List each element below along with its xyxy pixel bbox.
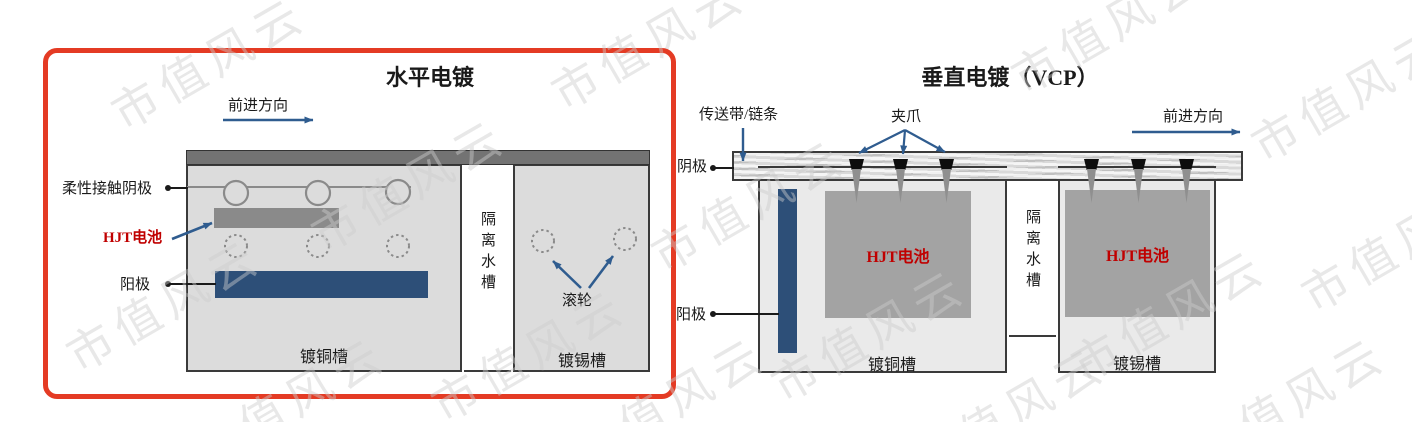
right-copper-tank-label: 镀铜槽 xyxy=(867,357,916,374)
right-anode-bar xyxy=(778,189,797,353)
left-direction-label: 前进方向 xyxy=(228,98,289,114)
gripper-pointer-arrow xyxy=(904,129,946,153)
right-conveyor-label: 传送带/链条 xyxy=(699,107,779,123)
contact-roller xyxy=(304,179,332,207)
right-isolation-tank-label: 隔离水槽 xyxy=(1024,209,1040,293)
gripper-clamp xyxy=(893,159,908,170)
left-tin-tank xyxy=(513,164,650,372)
gripper-clamp xyxy=(939,159,954,170)
gripper-pointer-arrow xyxy=(900,129,908,155)
left-isolation-channel xyxy=(464,165,511,372)
gripper-spike xyxy=(1134,169,1143,203)
left-copper-tank-label: 镀铜槽 xyxy=(299,349,348,366)
gripper-clamp xyxy=(849,159,864,170)
right-hjt-cell-copper: HJT电池 xyxy=(825,191,971,318)
dotted-roller xyxy=(386,234,410,258)
dotted-roller xyxy=(224,234,248,258)
right-panel-title: 垂直电镀（VCP） xyxy=(921,65,1099,90)
left-isolation-tank-label: 隔离水槽 xyxy=(479,211,495,295)
dotted-roller xyxy=(306,234,330,258)
gripper-clamp xyxy=(1179,159,1194,170)
contact-roller xyxy=(222,179,250,207)
gripper-spike xyxy=(852,169,861,203)
left-panel-title: 水平电镀 xyxy=(385,65,474,90)
left-top-bar xyxy=(186,150,650,165)
left-anode-label: 阳极 xyxy=(120,277,151,293)
left-hjt-cell-bar xyxy=(214,208,339,228)
gripper-spike xyxy=(942,169,951,203)
right-cathode-label: 阴极 xyxy=(677,159,708,175)
right-tin-tank-label: 镀锡槽 xyxy=(1112,356,1161,373)
gripper-pointer-arrow xyxy=(858,129,906,154)
left-anode-bar xyxy=(215,271,428,298)
gripper-spike xyxy=(1182,169,1191,203)
right-direction-label: 前进方向 xyxy=(1163,109,1224,125)
dotted-roller xyxy=(613,227,637,251)
contact-roller xyxy=(384,178,412,206)
right-hjt-cell-copper-label: HJT电池 xyxy=(866,248,930,266)
gripper-spike xyxy=(896,169,905,203)
right-hjt-cell-tin: HJT电池 xyxy=(1065,190,1210,317)
gripper-spike xyxy=(1087,169,1096,203)
right-hjt-cell-tin-label: HJT电池 xyxy=(1105,247,1170,265)
left-hjt-cell-label: HJT电池 xyxy=(103,230,163,246)
right-isolation-channel xyxy=(1009,167,1056,337)
hjt-pointer-arrow xyxy=(171,221,213,241)
right-copper-tank-top-edge xyxy=(758,166,1007,168)
gripper-clamp xyxy=(1084,159,1099,170)
left-tin-tank-label: 镀锡槽 xyxy=(557,353,606,370)
gripper-clamp xyxy=(1131,159,1146,170)
right-anode-label: 阳极 xyxy=(676,307,707,323)
right-gripper-label: 夹爪 xyxy=(891,109,922,125)
dotted-roller xyxy=(531,229,555,253)
roller-arrow xyxy=(587,255,615,289)
roller-arrow xyxy=(552,260,582,289)
highlight-red-box xyxy=(43,48,676,399)
left-roller-label: 滚轮 xyxy=(562,293,593,309)
left-flexible-cathode-label: 柔性接触阴极 xyxy=(62,181,153,197)
